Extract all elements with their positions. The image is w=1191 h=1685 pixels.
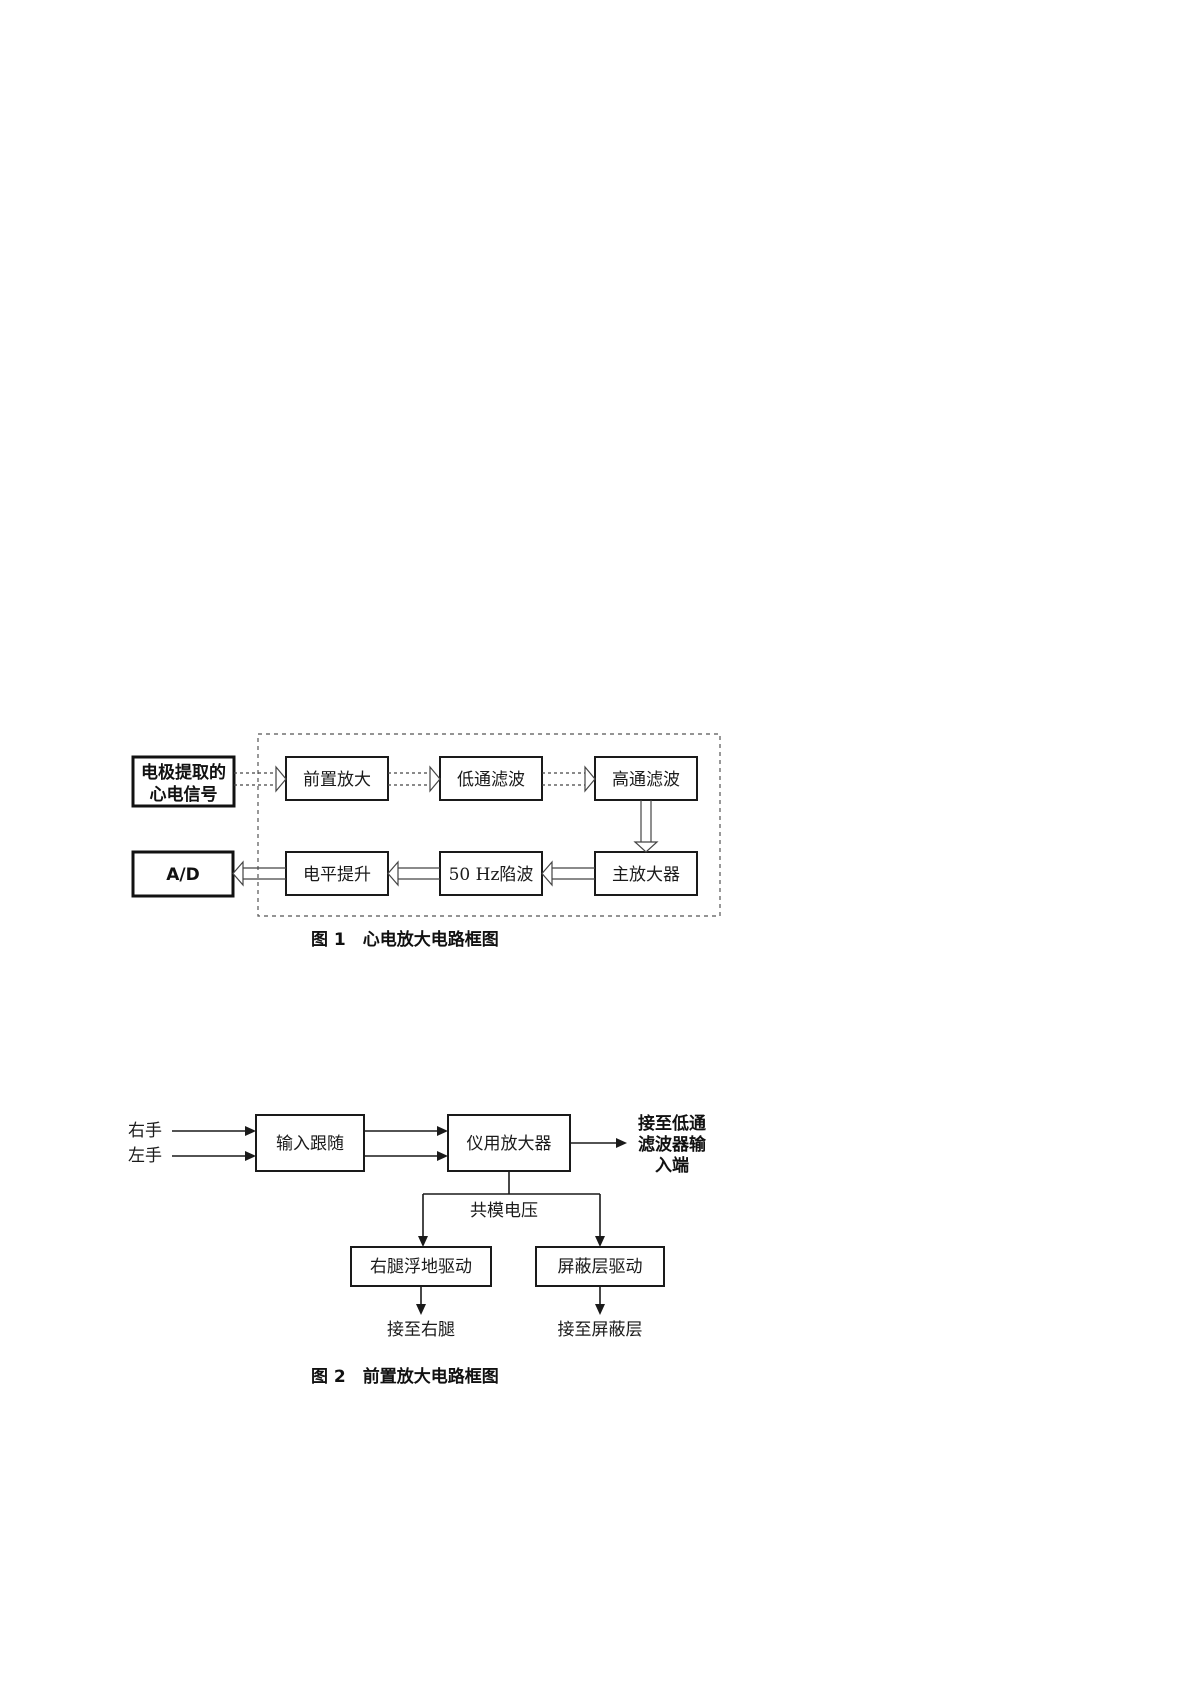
to-shield-label: 接至屏蔽层	[558, 1320, 643, 1340]
output-note-line3: 入端	[655, 1155, 689, 1176]
input-follower-label: 输入跟随	[276, 1134, 344, 1154]
arrow-follower-to-inst-amp-bottom	[364, 1151, 448, 1161]
common-mode-voltage-label: 共模电压	[470, 1201, 538, 1221]
shield-driver-label: 屏蔽层驱动	[558, 1257, 643, 1277]
instrumentation-amplifier-block: 仪用放大器	[448, 1115, 570, 1171]
right-leg-driver-block: 右腿浮地驱动	[351, 1247, 491, 1286]
output-note-line1: 接至低通	[638, 1113, 706, 1134]
input-follower-block: 输入跟随	[256, 1115, 364, 1171]
arrow-right-hand-to-follower	[172, 1126, 256, 1136]
instrumentation-amplifier-label: 仪用放大器	[467, 1134, 552, 1154]
shield-driver-block: 屏蔽层驱动	[536, 1247, 664, 1286]
right-hand-label: 右手	[128, 1121, 162, 1141]
arrow-to-right-leg	[416, 1286, 426, 1315]
right-leg-driver-label: 右腿浮地驱动	[370, 1257, 472, 1277]
arrow-to-shield	[595, 1286, 605, 1315]
output-note-line2: 滤波器输	[638, 1134, 707, 1155]
arrow-inst-amp-output	[570, 1138, 627, 1148]
arrow-left-hand-to-follower	[172, 1151, 256, 1161]
left-hand-label: 左手	[128, 1146, 162, 1166]
figure-2-caption: 图 2 前置放大电路框图	[311, 1366, 499, 1387]
arrow-follower-to-inst-amp-top	[364, 1126, 448, 1136]
to-right-leg-label: 接至右腿	[387, 1320, 455, 1340]
